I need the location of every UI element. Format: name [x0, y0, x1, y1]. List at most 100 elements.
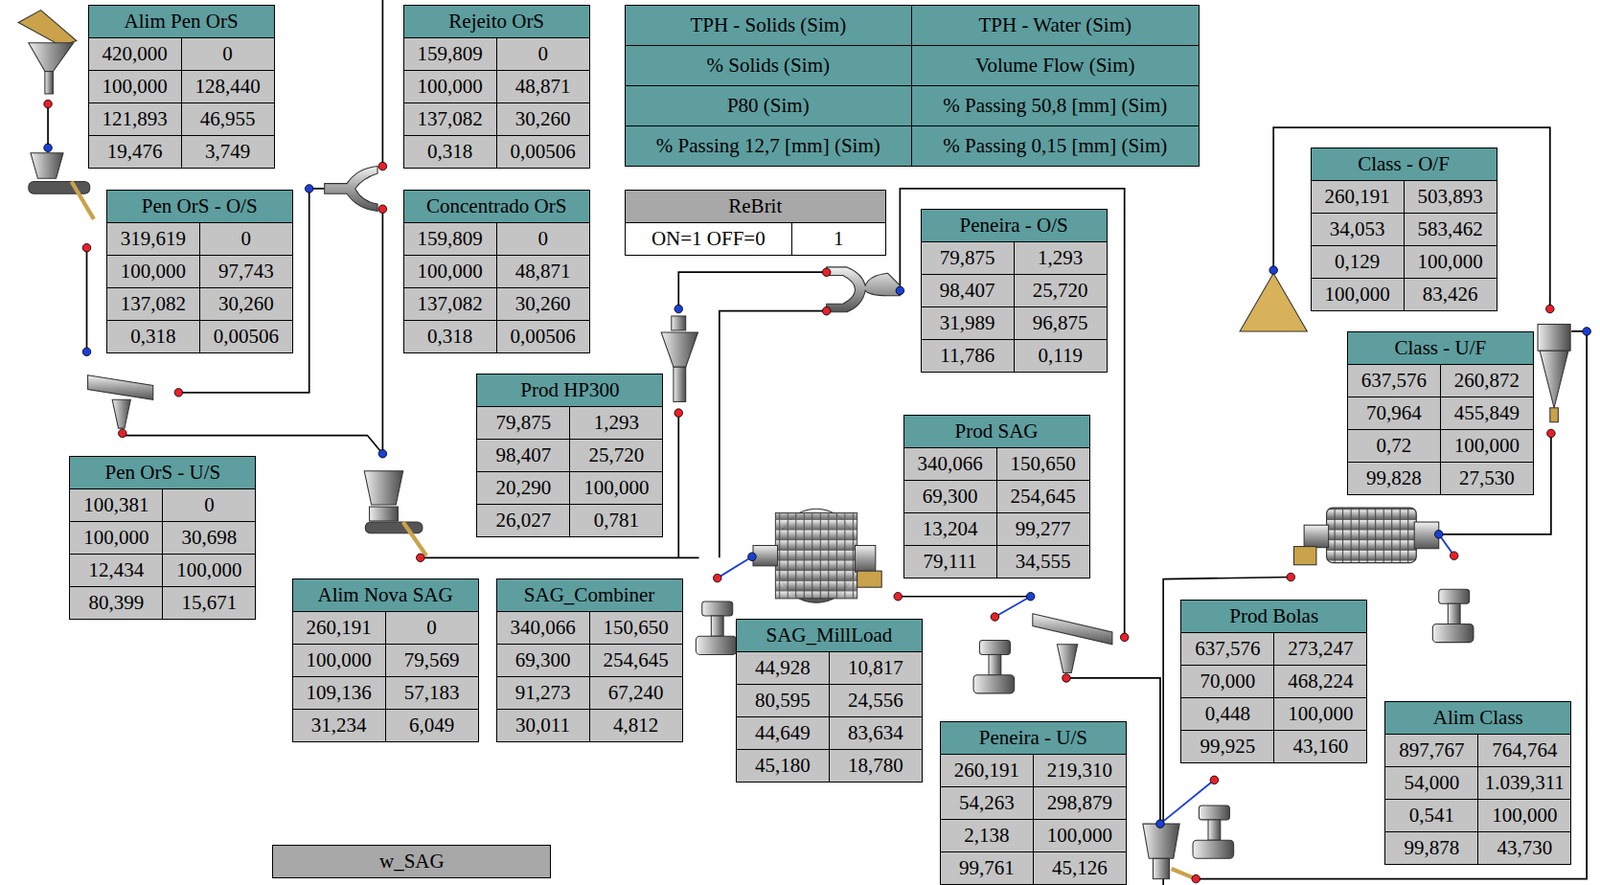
- legend-cell: % Passing 50,8 [mm] (Sim): [912, 86, 1199, 126]
- table-cell: 100,000: [1033, 820, 1126, 852]
- stream-table: SAG_Combiner340,066150,65069,300254,6459…: [496, 578, 684, 743]
- table-cell: 99,925: [1181, 731, 1274, 763]
- table-cell: 31,989: [921, 307, 1014, 340]
- table-cell: 637,576: [1348, 365, 1440, 397]
- table-cell: 100,000: [293, 644, 386, 677]
- table-cell: 57,183: [386, 677, 479, 709]
- stream-table: Peneira - U/S260,191219,31054,263298,879…: [939, 721, 1127, 885]
- stream-table: Class - O/F260,191503,89334,053583,4620,…: [1310, 147, 1498, 312]
- table-cell: 764,764: [1478, 734, 1571, 767]
- table-cell: 1,293: [1014, 242, 1107, 275]
- table-cell: 24,556: [829, 685, 922, 717]
- table-cell: 100,381: [69, 489, 162, 522]
- table-cell: 0,318: [107, 320, 200, 353]
- table-title: Prod HP300: [477, 374, 663, 407]
- table-cell: 45,126: [1033, 852, 1126, 885]
- table-cell: 30,260: [497, 103, 590, 136]
- table-cell: 48,871: [497, 255, 590, 288]
- table-cell: 468,224: [1274, 665, 1367, 698]
- table-cell: 79,875: [477, 407, 570, 439]
- table-cell: 4,812: [590, 709, 683, 742]
- table-title: Pen OrS - U/S: [69, 457, 255, 489]
- table-cell: 6,049: [386, 709, 479, 742]
- table-cell: 100,000: [107, 255, 200, 288]
- table-title: SAG_Combiner: [497, 579, 683, 612]
- table-cell: 30,698: [162, 522, 255, 554]
- table-cell: 0,448: [1181, 698, 1274, 731]
- table-cell: 79,569: [386, 644, 479, 677]
- table-title: w_SAG: [273, 845, 550, 878]
- table-cell: 100,000: [89, 70, 182, 103]
- table-cell: 254,645: [997, 480, 1090, 513]
- table-cell: 159,809: [404, 223, 497, 255]
- table-cell: 20,290: [477, 472, 570, 504]
- table-cell: 34,053: [1311, 213, 1404, 246]
- table-cell: 99,761: [940, 852, 1033, 885]
- table-cell: 100,000: [69, 522, 162, 554]
- table-cell: 83,426: [1404, 278, 1497, 311]
- table-cell: 340,066: [497, 612, 590, 644]
- table-cell: 260,191: [1311, 181, 1404, 213]
- stream-table: SAG_MillLoad44,92810,81780,59524,55644,6…: [735, 618, 923, 783]
- table-cell: 0: [386, 612, 479, 644]
- table-cell: 583,462: [1404, 213, 1497, 246]
- table-cell: 43,160: [1274, 731, 1367, 763]
- table-cell: 0,781: [570, 504, 663, 537]
- table-cell: 150,650: [590, 612, 683, 644]
- table-cell: 0,00506: [497, 320, 590, 353]
- table-cell: 0,318: [404, 320, 497, 353]
- table-cell: 0: [182, 38, 275, 70]
- table-cell: 12,434: [69, 554, 162, 587]
- table-cell: 27,530: [1440, 462, 1533, 495]
- table-cell: 54,000: [1385, 767, 1478, 800]
- table-cell: 254,645: [590, 644, 683, 677]
- table-cell: ON=1 OFF=0: [625, 223, 792, 255]
- table-cell: 260,191: [293, 612, 386, 644]
- table-cell: 91,273: [497, 677, 590, 709]
- table-cell: 80,595: [736, 685, 829, 717]
- table-cell: 128,440: [182, 70, 275, 103]
- table-title: Pen OrS - O/S: [107, 190, 293, 223]
- table-cell: 260,872: [1440, 365, 1533, 397]
- table-cell: 0: [162, 489, 255, 522]
- table-cell: 897,767: [1385, 734, 1478, 767]
- table-cell: 80,399: [69, 587, 162, 619]
- table-cell: 100,000: [1274, 698, 1367, 731]
- table-cell: 503,893: [1404, 181, 1497, 213]
- table-cell: 99,828: [1348, 462, 1440, 495]
- stream-table: Alim Class897,767764,76454,0001.039,3110…: [1384, 701, 1572, 866]
- stream-table: Prod Bolas637,576273,24770,000468,2240,4…: [1180, 599, 1368, 764]
- table-cell: 25,720: [1014, 274, 1107, 307]
- table-cell: 100,000: [1478, 800, 1571, 832]
- table-cell: 79,875: [921, 242, 1014, 275]
- table-cell: 30,011: [497, 709, 590, 742]
- table-cell: 67,240: [590, 677, 683, 709]
- stream-table: Prod SAG340,066150,65069,300254,64513,20…: [903, 414, 1091, 579]
- table-cell: 13,204: [904, 513, 997, 546]
- table-cell: 0,119: [1014, 340, 1107, 372]
- table-cell: 0,541: [1385, 800, 1478, 832]
- table-cell: 0: [497, 223, 590, 255]
- table-title: SAG_MillLoad: [736, 619, 922, 652]
- table-cell: 43,730: [1478, 832, 1571, 865]
- table-title: ReBrit: [625, 190, 886, 223]
- table-cell: 100,000: [1440, 430, 1533, 462]
- table-cell: 0,72: [1348, 430, 1440, 462]
- table-cell: 420,000: [89, 38, 182, 70]
- table-cell: 31,234: [293, 709, 386, 742]
- table-cell: 98,407: [921, 274, 1014, 307]
- stream-table: Pen OrS - O/S319,6190100,00097,743137,08…: [106, 189, 294, 354]
- table-cell: 48,871: [497, 70, 590, 103]
- table-cell: 54,263: [940, 787, 1033, 820]
- table-title: Alim Nova SAG: [293, 579, 479, 612]
- table-cell: 0,129: [1311, 246, 1404, 278]
- table-cell: 1: [792, 223, 886, 255]
- table-title: Alim Class: [1385, 702, 1571, 734]
- table-cell: 1.039,311: [1478, 767, 1571, 800]
- legend-cell: TPH - Solids (Sim): [625, 5, 912, 46]
- table-title: Peneira - U/S: [940, 722, 1126, 755]
- legend-cell: P80 (Sim): [625, 86, 912, 126]
- stream-table: Concentrado OrS159,8090100,00048,871137,…: [403, 189, 591, 354]
- table-cell: 159,809: [404, 38, 497, 70]
- table-cell: 44,928: [736, 652, 829, 685]
